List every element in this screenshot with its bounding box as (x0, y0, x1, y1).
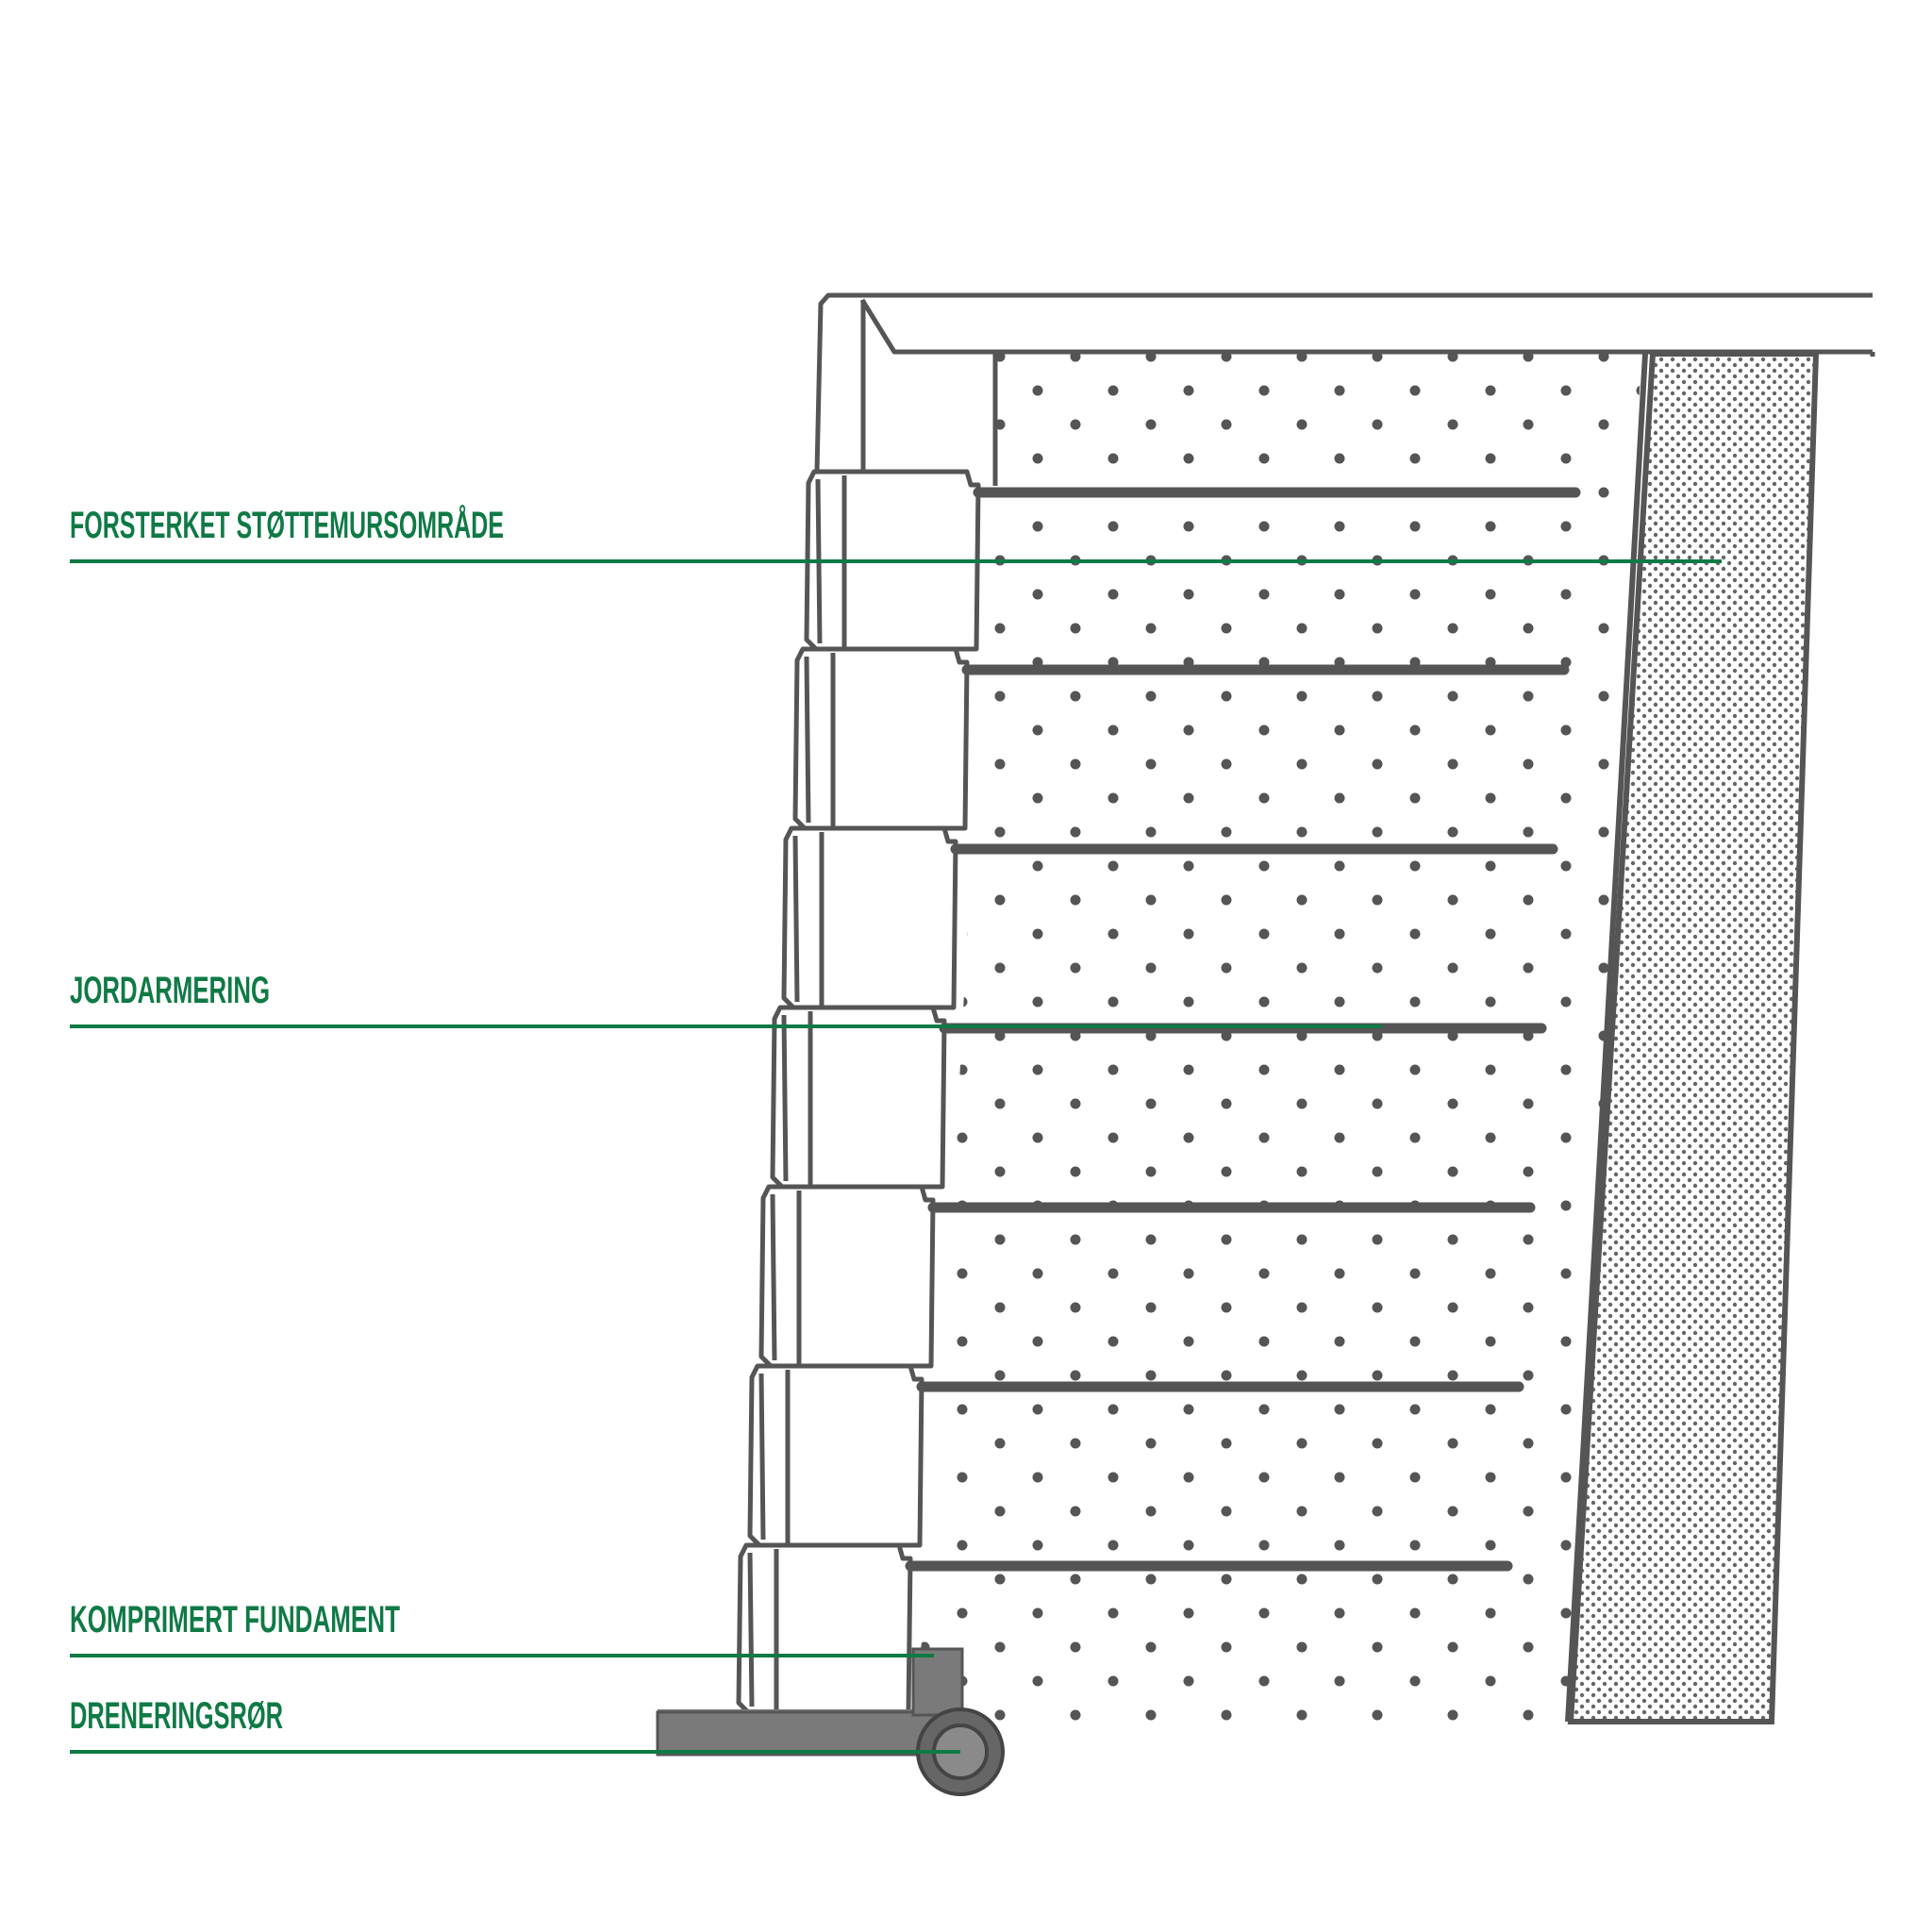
gravel-footing-riser (911, 1647, 964, 1717)
wall-block (758, 1184, 936, 1369)
callout-drainage-pipe: DRENERINGSRØR (70, 1695, 960, 1754)
wall-block (781, 825, 958, 1010)
wall-block (770, 1005, 947, 1190)
callout-soil-reinforcement: JORDARMERING (70, 970, 1382, 1028)
gravel-footing-base (656, 1710, 961, 1757)
wall-block (792, 646, 970, 831)
wall-block (736, 1542, 913, 1715)
wall-block (747, 1363, 924, 1548)
cap-block (814, 292, 1875, 486)
reinforced-zone-boundary (1565, 353, 1648, 1723)
label-reinforced-zone: FORSTERKET STØTTEMURSOMRÅDE (70, 504, 504, 546)
callout-compacted-foundation: KOMPRIMERT FUNDAMENT (70, 1599, 934, 1657)
callout-reinforced-zone: FORSTERKET STØTTEMURSOMRÅDE (70, 504, 1722, 563)
label-compacted-foundation: KOMPRIMERT FUNDAMENT (70, 1599, 400, 1641)
label-soil-reinforcement: JORDARMERING (70, 970, 270, 1011)
reinforced-soil-zone (920, 354, 1641, 1722)
label-drainage-pipe: DRENERINGSRØR (70, 1695, 283, 1737)
